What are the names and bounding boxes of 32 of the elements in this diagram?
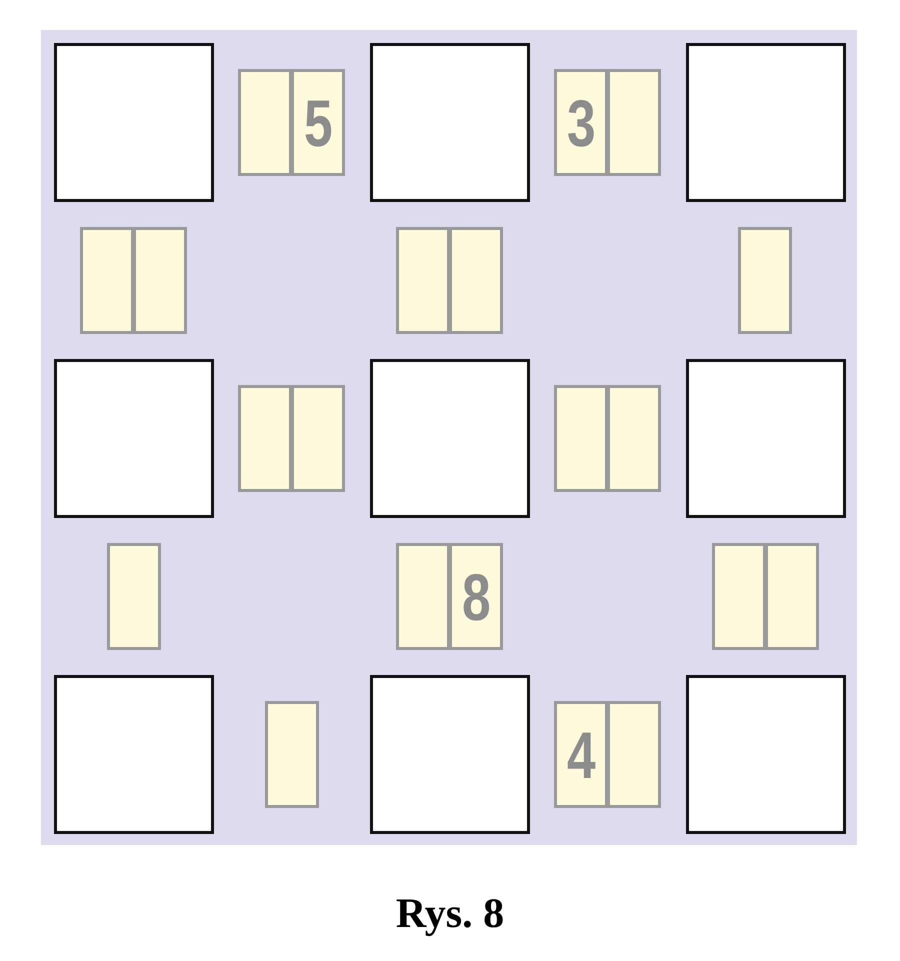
answer-box [370,675,530,834]
answer-box [54,675,214,834]
digit-cell: 8 [449,543,503,650]
digit-cell [712,543,766,650]
digit-cell: 4 [554,701,608,808]
answer-box [686,675,846,834]
digit-cell [291,385,345,492]
digit-cell [396,543,450,650]
digit-cell [765,543,819,650]
answer-box [54,359,214,518]
answer-box [54,43,214,202]
figure-caption: Rys. 8 [396,891,504,937]
digit-cell [449,227,503,334]
answer-box [370,359,530,518]
answer-box [686,43,846,202]
answer-box [370,43,530,202]
digit-cell [80,227,134,334]
digit-cell [107,543,161,650]
answer-box [686,359,846,518]
digit-cell [396,227,450,334]
digit-cell [738,227,792,334]
digit-cell [607,69,661,176]
digit-cell: 5 [291,69,345,176]
puzzle-board [41,30,857,845]
digit-cell [554,385,608,492]
digit-cell: 3 [554,69,608,176]
digit-cell [607,385,661,492]
digit-cell [607,701,661,808]
digit-cell [238,385,292,492]
digit-cell [133,227,187,334]
digit-cell [238,69,292,176]
digit-cell [265,701,319,808]
